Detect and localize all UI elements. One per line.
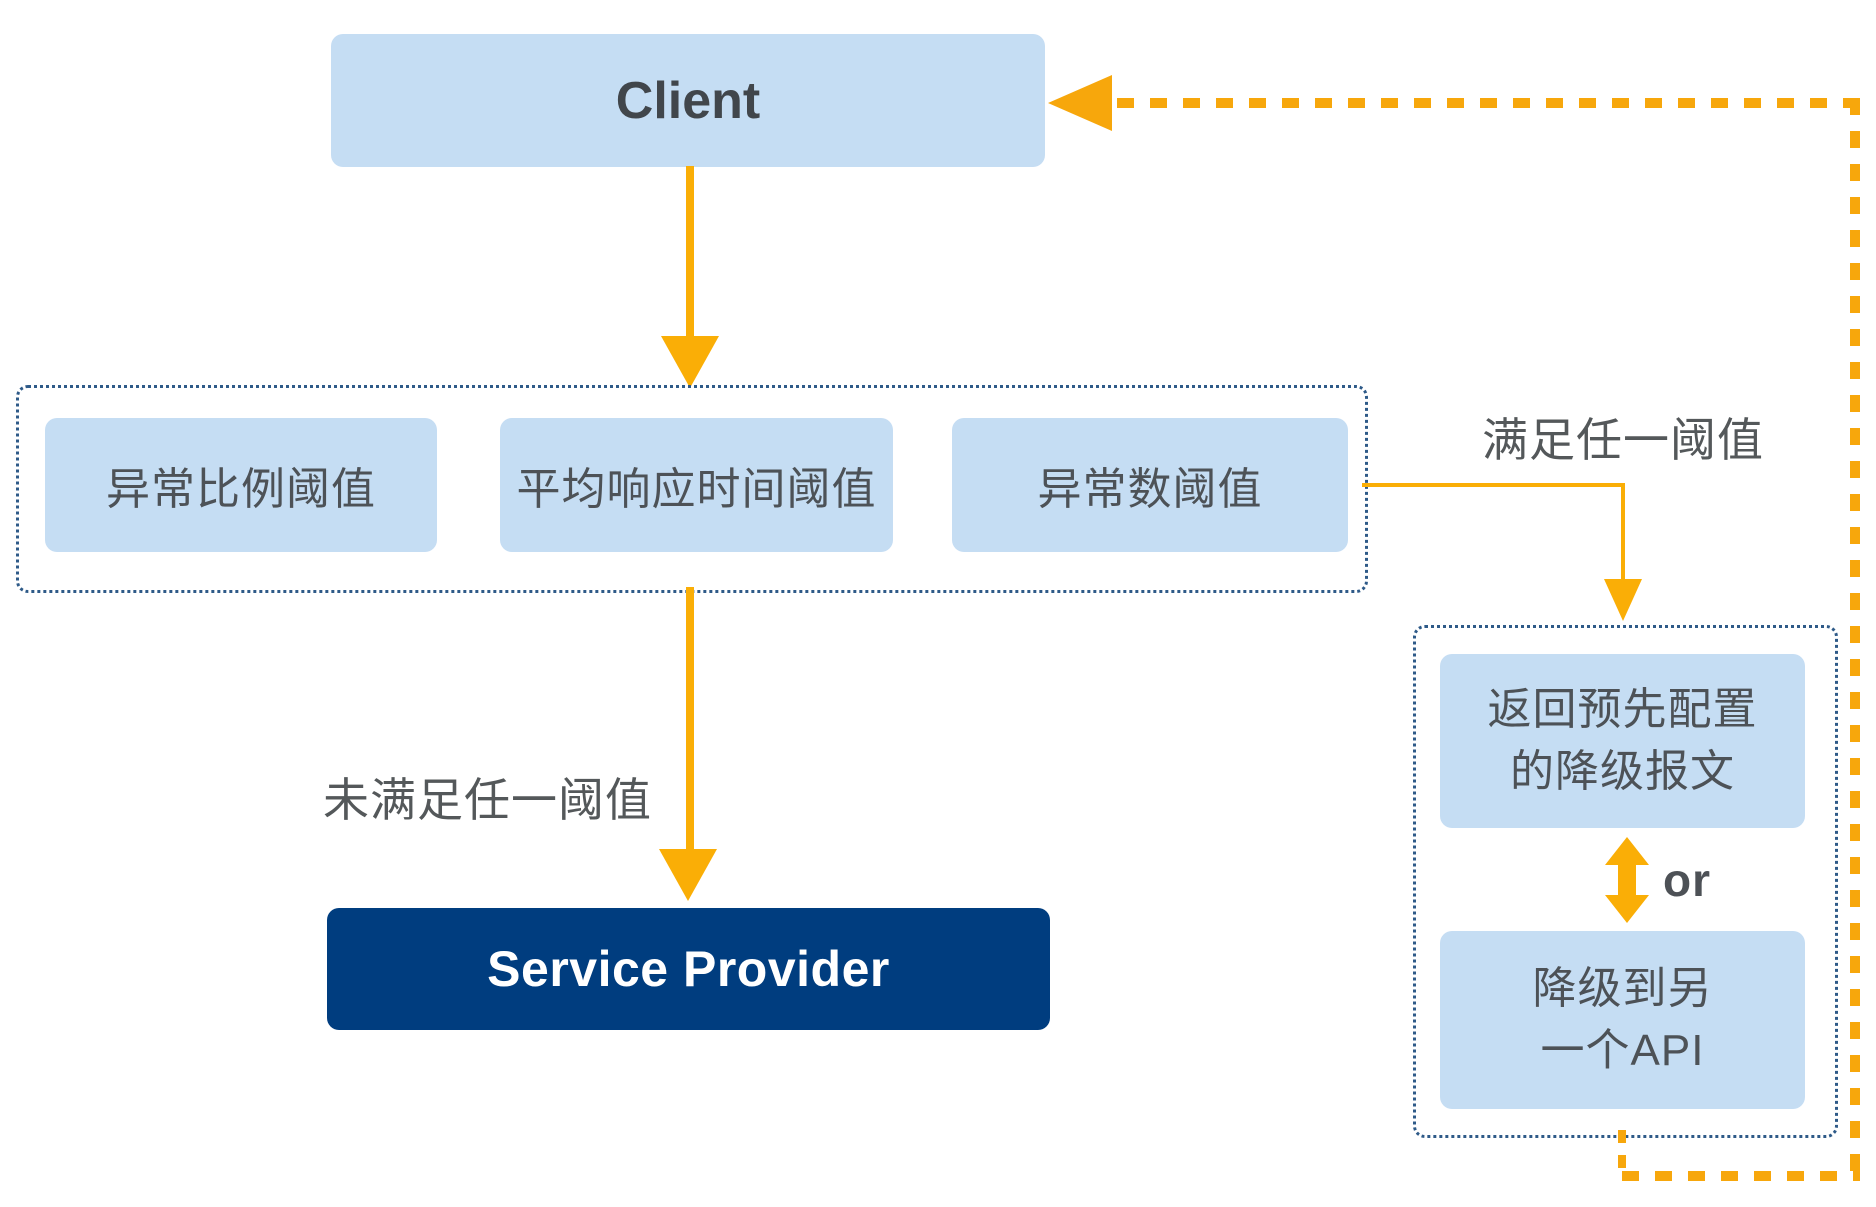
- threshold-node-exception-count: 异常数阈值: [952, 418, 1348, 552]
- service-provider-node: Service Provider: [327, 908, 1050, 1030]
- client-to-thresholds-arrow-shaft: [686, 166, 694, 337]
- fallback-label-line2: 一个API: [1540, 1026, 1705, 1075]
- arrow-up-icon: [1605, 837, 1649, 865]
- service-provider-label: Service Provider: [487, 941, 890, 997]
- threshold-label: 平均响应时间阈值: [516, 465, 877, 514]
- fallback-node-preconfigured-response: 返回预先配置 的降级报文: [1440, 654, 1805, 828]
- thresholds-to-provider-arrow-shaft: [686, 587, 694, 850]
- fallback-label-line2: 的降级报文: [1510, 747, 1735, 796]
- fallback-label-line1: 返回预先配置: [1487, 685, 1758, 734]
- arrow-left-icon: [1048, 75, 1112, 131]
- fallback-node-another-api: 降级到另 一个API: [1440, 931, 1805, 1109]
- fallback-to-loop-dashed-connector: [1618, 1130, 1626, 1176]
- client-label: Client: [615, 71, 761, 130]
- thresholds-to-fallback-connector-vertical: [1621, 483, 1625, 580]
- not-meet-any-threshold-label: 未满足任一阈值: [323, 774, 652, 826]
- fallback-label-line1: 降级到另: [1532, 964, 1713, 1013]
- meet-any-threshold-label: 满足任一阈值: [1482, 414, 1764, 466]
- arrow-down-icon: [1605, 895, 1649, 923]
- feedback-loop-dashed-right: [1850, 98, 1860, 1181]
- or-arrow-shaft: [1618, 863, 1636, 897]
- threshold-node-avg-response-time: 平均响应时间阈值: [500, 418, 893, 552]
- arrow-down-icon: [659, 849, 717, 901]
- or-label: or: [1663, 854, 1711, 906]
- feedback-loop-dashed-bottom: [1622, 1171, 1860, 1181]
- feedback-loop-dashed-top: [1117, 98, 1860, 108]
- threshold-node-exception-ratio: 异常比例阈值: [45, 418, 437, 552]
- threshold-label: 异常数阈值: [1037, 465, 1263, 514]
- threshold-label: 异常比例阈值: [106, 465, 376, 514]
- arrow-down-icon: [661, 336, 719, 388]
- thresholds-to-fallback-connector-horizontal: [1362, 483, 1625, 487]
- arrow-down-icon: [1604, 579, 1642, 621]
- client-node: Client: [331, 34, 1045, 167]
